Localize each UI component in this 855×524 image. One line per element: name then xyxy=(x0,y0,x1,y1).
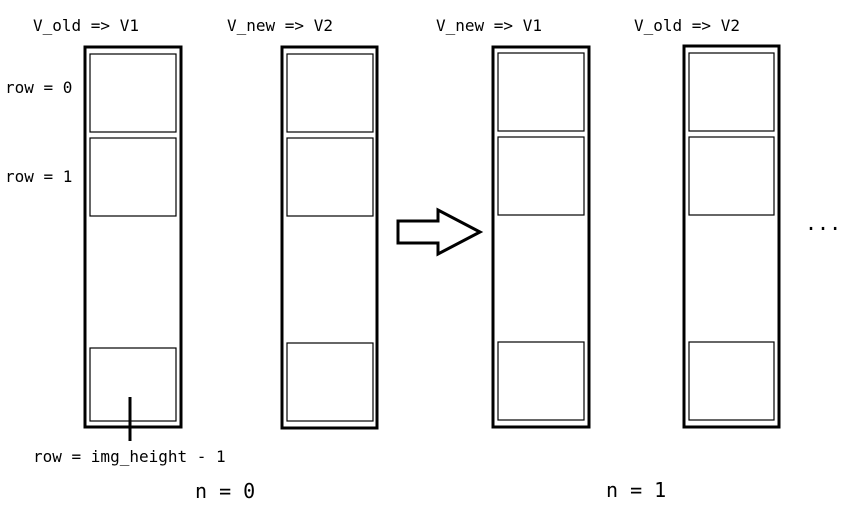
row-label-last: row = img_height - 1 xyxy=(33,447,226,466)
row-cell-1 xyxy=(286,137,374,217)
row-cell-last xyxy=(286,342,374,422)
buffer-column-1 xyxy=(83,45,183,429)
row-label-0: row = 0 xyxy=(5,78,72,97)
buffer-column-2 xyxy=(280,45,379,430)
buffer-column-3 xyxy=(491,45,591,429)
swap-arrow-icon xyxy=(396,207,484,257)
column-header-4: V_old => V2 xyxy=(634,16,740,35)
row-cell-last xyxy=(89,347,177,422)
row-label-1: row = 1 xyxy=(5,167,72,186)
row-cell-0 xyxy=(688,52,775,132)
column-header-2: V_new => V2 xyxy=(227,16,333,35)
row-cell-last xyxy=(497,341,585,421)
step-label-n0: n = 0 xyxy=(195,479,255,503)
buffer-column-4 xyxy=(682,44,781,429)
step-label-n1: n = 1 xyxy=(606,478,666,502)
continuation-ellipsis: ... xyxy=(805,211,841,235)
row-cell-last xyxy=(688,341,775,421)
row-cell-1 xyxy=(497,136,585,216)
row-cell-1 xyxy=(688,136,775,216)
column-header-1: V_old => V1 xyxy=(33,16,139,35)
row-cell-0 xyxy=(497,52,585,132)
row-cell-0 xyxy=(89,53,177,133)
column-header-3: V_new => V1 xyxy=(436,16,542,35)
row-cell-0 xyxy=(286,53,374,133)
row-cell-1 xyxy=(89,137,177,217)
